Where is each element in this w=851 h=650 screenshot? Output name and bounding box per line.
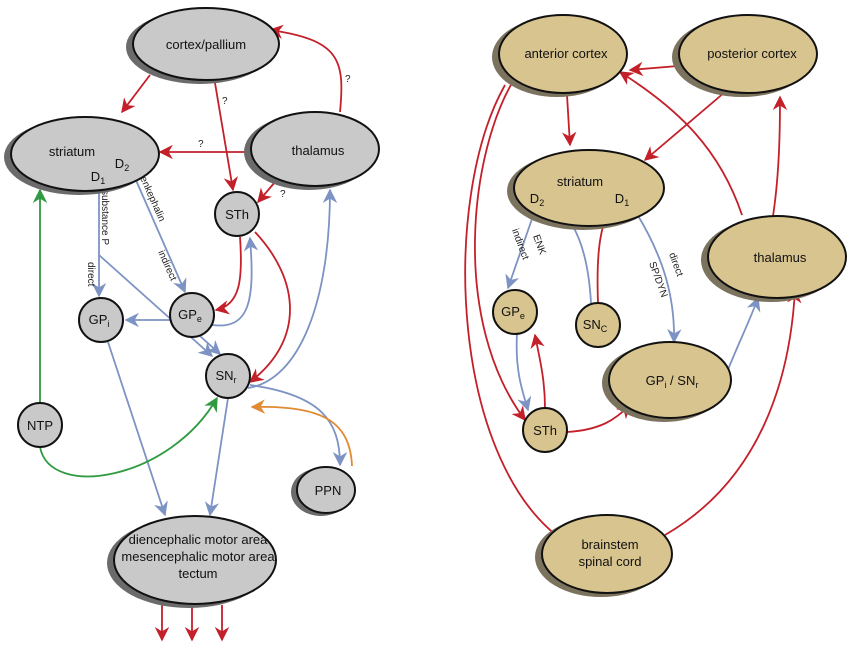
edge-gpi-motor (107, 341, 168, 517)
svg-text:striatum: striatum (49, 144, 95, 159)
edge-sth-gpe (530, 333, 546, 409)
node-ntp: NTP (17, 402, 63, 448)
enk-label: ENK (530, 233, 547, 256)
svg-text:SNC: SNC (583, 317, 608, 334)
node-sth: STh (214, 191, 260, 237)
edge-cortex-striatum (121, 74, 151, 114)
node-snr: SNr (205, 353, 251, 399)
svg-text:spinal cord: spinal cord (579, 554, 642, 569)
edge-anterior-striatum (562, 94, 577, 147)
svg-text:GPi: GPi (89, 312, 110, 329)
right-connections (464, 61, 802, 546)
node-ppn: PPN (291, 466, 356, 516)
direct-label: direct (85, 262, 96, 287)
svg-text:tectum: tectum (178, 566, 217, 581)
edge-cortex-sth (214, 82, 238, 192)
svg-text:thalamus: thalamus (754, 250, 807, 265)
edge-ntp-snr (39, 396, 218, 478)
edge-posterior-striatum (643, 91, 726, 161)
node-snc: SNC (575, 302, 621, 348)
svg-text:STh: STh (225, 207, 249, 222)
node-striatum-right: striatum D2 D1 (507, 149, 665, 230)
svg-text:thalamus: thalamus (292, 143, 345, 158)
node-anterior-cortex: anterior cortex (492, 14, 628, 97)
svg-text:D2: D2 (530, 191, 544, 208)
svg-text:D2: D2 (115, 156, 129, 173)
node-gpi: GPi (78, 297, 124, 343)
direct-label: direct (666, 251, 685, 278)
svg-text:SNr: SNr (215, 368, 236, 385)
svg-text:striatum: striatum (557, 174, 603, 189)
edge-snr-motor (204, 397, 229, 517)
node-sth-right: STh (522, 407, 568, 453)
node-motor-areas: diencephalic motor area mesencephalic mot… (107, 515, 277, 608)
edge-thalamus-cortex (268, 24, 343, 113)
svg-text:cortex/pallium: cortex/pallium (166, 37, 246, 52)
edge-striatum-snr (98, 254, 214, 357)
node-gpe-right: GPe (492, 289, 538, 335)
edge-anterior-brainstem (464, 84, 572, 546)
question-label: ? (280, 189, 286, 200)
question-label: ? (198, 139, 204, 150)
edge-snr-ppn (249, 384, 348, 467)
svg-text:diencephalic motor area: diencephalic motor area (129, 532, 269, 547)
question-label: ? (345, 74, 351, 85)
edge-anterior-sth (474, 77, 526, 422)
svg-text:brainstem: brainstem (581, 537, 638, 552)
svg-text:GPe: GPe (501, 304, 525, 321)
edge-striatum-gpe (134, 177, 187, 294)
edge-thalamus-anterior (618, 71, 743, 216)
edge-sth-gpe (214, 236, 242, 315)
edge-sth-snr (248, 231, 291, 383)
edge-ppn-snr (250, 399, 353, 467)
left-connections (32, 24, 353, 642)
edge-gpe-sth (211, 236, 259, 327)
svg-text:anterior cortex: anterior cortex (524, 46, 608, 61)
svg-text:mesencephalic motor area: mesencephalic motor area (121, 549, 275, 564)
svg-text:STh: STh (533, 423, 557, 438)
svg-text:GPe: GPe (178, 307, 202, 324)
edge-striatum-gpe (505, 215, 534, 290)
edge-gpe-sth (515, 333, 532, 412)
edge-striatum-gpi (636, 213, 682, 344)
edge-snr-thalamus (247, 188, 338, 389)
node-thalamus: thalamus (244, 111, 380, 190)
question-label: ? (222, 96, 228, 107)
edge-thalamus-posterior (772, 95, 788, 217)
edge-gpe-snr (199, 335, 222, 355)
node-cortex-pallium: cortex/pallium (126, 7, 280, 84)
svg-text:D1: D1 (615, 191, 629, 208)
node-gpi-snr: GPi / SNr (602, 341, 732, 422)
edge-thalamus-sth (257, 181, 276, 204)
indirect-label: indirect (155, 249, 178, 283)
svg-text:GPi / SNr: GPi / SNr (646, 373, 699, 390)
node-gpe: GPe (169, 292, 215, 338)
node-thalamus-right: thalamus (701, 215, 847, 302)
substance-p-label: substance P (99, 190, 110, 245)
node-striatum: striatum D1 D2 (4, 116, 160, 195)
svg-text:posterior cortex: posterior cortex (707, 46, 797, 61)
node-posterior-cortex: posterior cortex (672, 14, 818, 97)
svg-text:PPN: PPN (315, 483, 342, 498)
svg-text:D1: D1 (91, 169, 105, 186)
node-brainstem: brainstem spinal cord (535, 514, 673, 597)
svg-text:NTP: NTP (27, 418, 53, 433)
edge-gpi-thalamus (726, 296, 761, 373)
edge-brainstem-thalamus (664, 288, 802, 536)
